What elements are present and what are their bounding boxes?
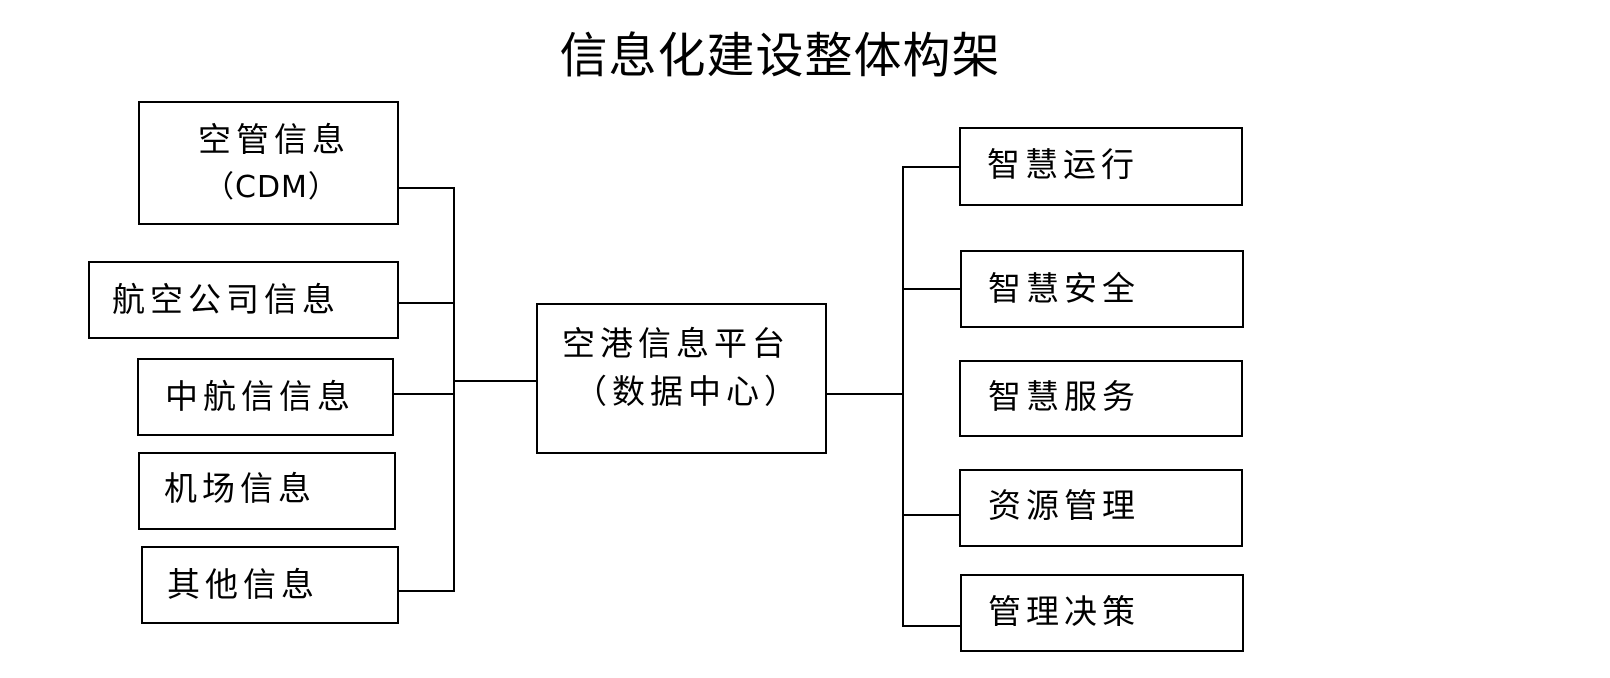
output-box-service: 智慧服务 — [959, 360, 1243, 437]
right-bus-line — [902, 166, 904, 627]
platform-sublabel: （数据中心） — [574, 372, 802, 411]
platform-label: 空港信息平台 — [562, 324, 790, 363]
connector-air-traffic — [399, 187, 455, 189]
output-box-resource: 资源管理 — [959, 469, 1243, 547]
source-box-airline: 航空公司信息 — [88, 261, 399, 339]
connector-other — [399, 590, 455, 592]
output-box-decision: 管理决策 — [960, 574, 1244, 652]
connector-platform-to-bus — [827, 393, 904, 395]
output-label-decision: 管理决策 — [988, 592, 1140, 631]
connector-bus-to-platform — [455, 380, 537, 382]
connector-resource — [902, 514, 960, 516]
source-label-cdm: （CDM） — [204, 170, 339, 205]
source-label-other: 其他信息 — [167, 565, 319, 604]
output-label-safety: 智慧安全 — [988, 269, 1140, 308]
output-label-service: 智慧服务 — [988, 377, 1140, 416]
connector-airline — [399, 302, 455, 304]
output-label-resource: 资源管理 — [988, 486, 1140, 525]
output-label-operation: 智慧运行 — [987, 145, 1139, 184]
platform-box: 空港信息平台 （数据中心） — [536, 303, 827, 454]
source-label-airline: 航空公司信息 — [112, 280, 340, 319]
connector-travelsky — [394, 393, 455, 395]
source-label-air-traffic: 空管信息 — [198, 120, 350, 159]
source-box-airport: 机场信息 — [138, 452, 396, 530]
source-box-air-traffic: 空管信息 （CDM） — [138, 101, 399, 225]
connector-safety — [902, 288, 960, 290]
connector-decision — [902, 625, 960, 627]
source-box-other: 其他信息 — [141, 546, 399, 624]
source-label-travelsky: 中航信信息 — [165, 377, 355, 416]
diagram-title: 信息化建设整体构架 — [559, 28, 1001, 84]
output-box-operation: 智慧运行 — [959, 127, 1243, 206]
output-box-safety: 智慧安全 — [960, 250, 1244, 328]
connector-operation — [902, 166, 960, 168]
source-box-travelsky: 中航信信息 — [137, 358, 394, 436]
left-bus-line — [453, 187, 455, 592]
source-label-airport: 机场信息 — [164, 469, 316, 508]
